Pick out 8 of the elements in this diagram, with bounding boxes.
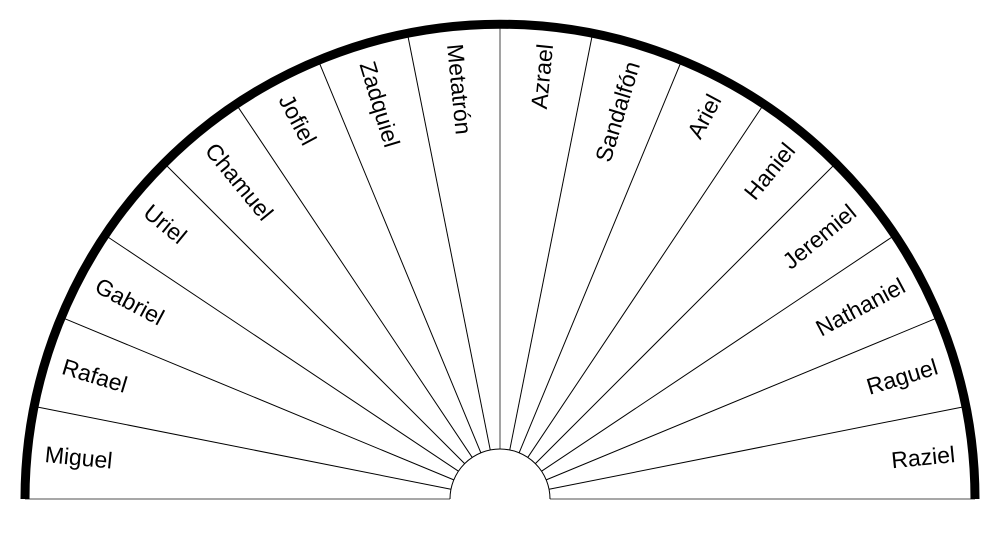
angel-name: Raguel <box>864 354 942 400</box>
angel-name: Raziel <box>890 441 956 474</box>
angel-name: Jofiel <box>273 90 322 150</box>
angel-name: Azrael <box>525 42 558 110</box>
angel-name: Miguel <box>44 441 114 474</box>
angel-name: Ariel <box>682 90 727 143</box>
angel-name: Rafael <box>58 354 130 398</box>
angel-name: Metatrón <box>442 42 478 136</box>
